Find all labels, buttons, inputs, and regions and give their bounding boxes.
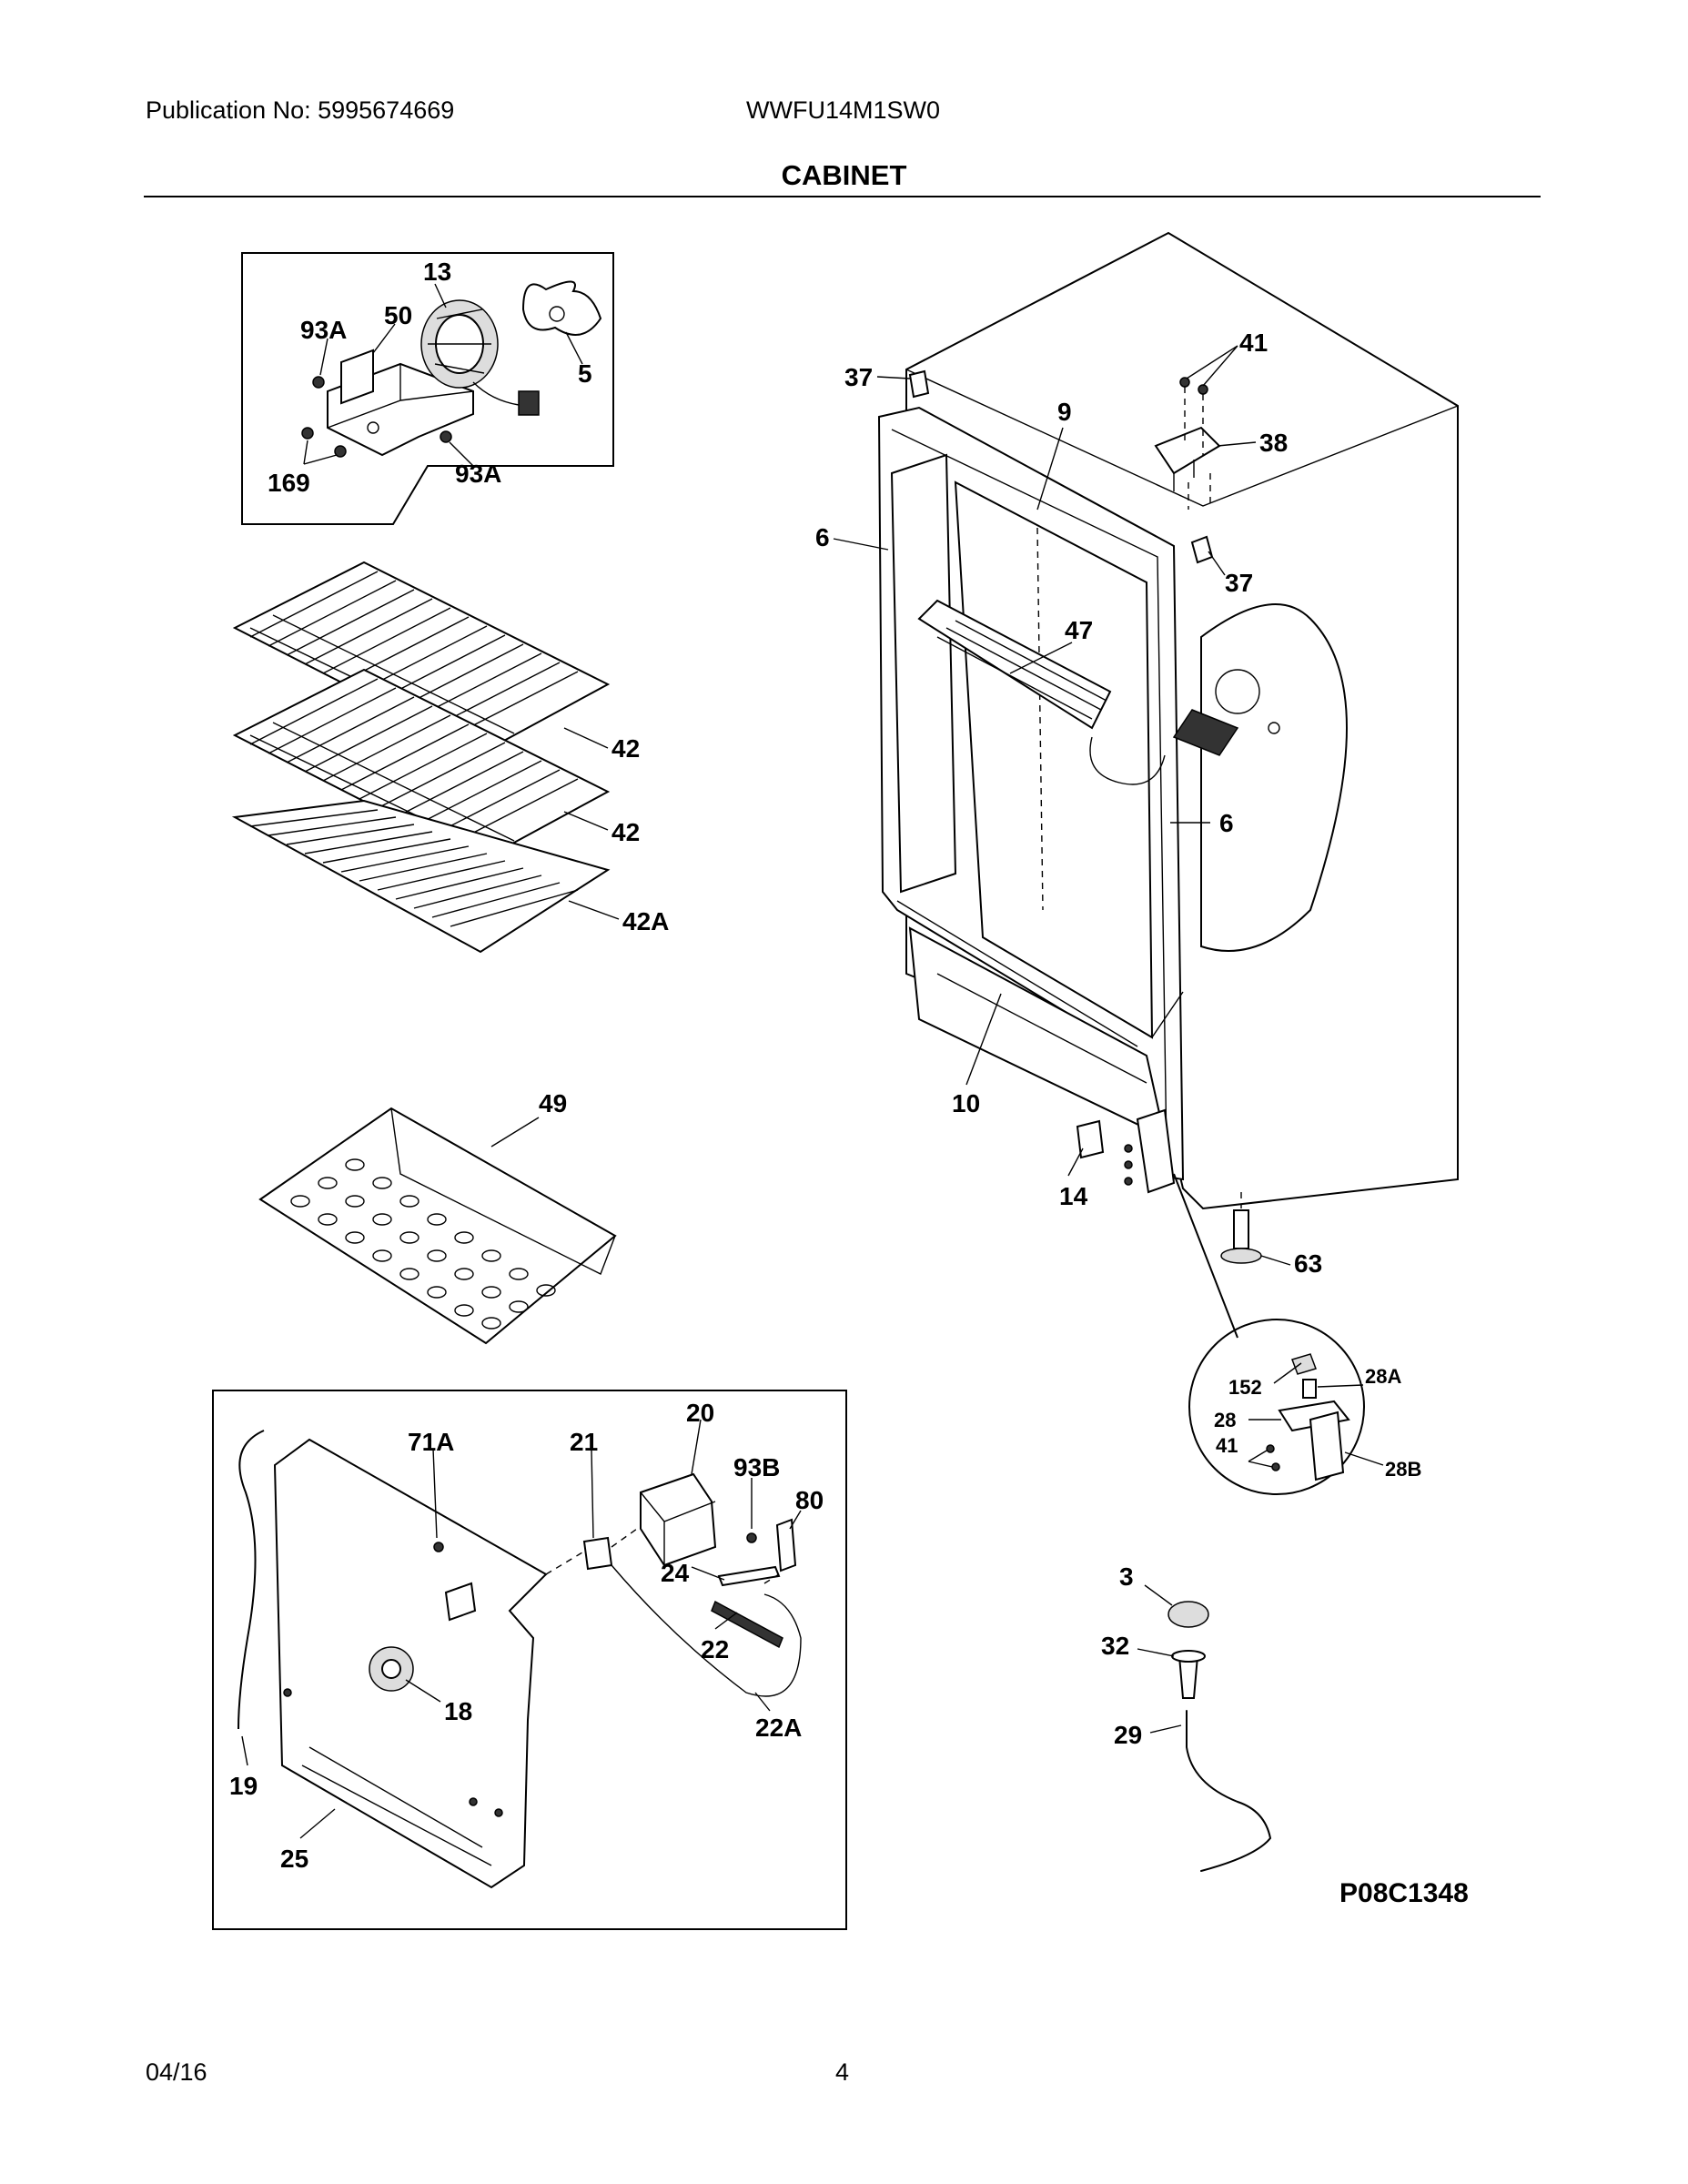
callout-10: 10 [952, 1089, 980, 1117]
callout-32: 32 [1101, 1632, 1129, 1660]
callout-22a: 22A [755, 1714, 802, 1742]
callout-9: 9 [1057, 398, 1072, 426]
page-title: CABINET [781, 159, 907, 191]
callout-22: 22 [701, 1635, 729, 1663]
basket: 49 [258, 1089, 617, 1345]
callout-13: 13 [423, 258, 451, 286]
callout-21: 21 [570, 1428, 598, 1456]
callout-93b: 93B [733, 1453, 780, 1481]
wire-shelves: 42 42 42A [231, 561, 669, 954]
cabinet: 37 41 9 38 6 37 47 6 10 14 63 [815, 231, 1459, 1339]
callout-37-top: 37 [844, 363, 873, 391]
publication-number: Publication No: 5995674669 [146, 96, 455, 124]
callout-6-right: 6 [1219, 809, 1234, 837]
callout-18: 18 [444, 1697, 472, 1725]
callout-169: 169 [268, 469, 310, 497]
callout-19: 19 [229, 1772, 258, 1800]
callout-28: 28 [1214, 1409, 1236, 1431]
callout-24: 24 [661, 1559, 690, 1587]
callout-47: 47 [1065, 616, 1093, 644]
callout-6-left: 6 [815, 523, 830, 551]
model-number: WWFU14M1SW0 [746, 96, 941, 124]
header-rule [144, 196, 1541, 197]
callout-49: 49 [539, 1089, 567, 1117]
drain-parts: 3 32 29 [1101, 1562, 1272, 1872]
hinge-detail: 152 28A 28 41 28B [1188, 1319, 1421, 1495]
callout-5: 5 [578, 359, 592, 388]
callout-37-right: 37 [1225, 569, 1253, 597]
callout-29: 29 [1114, 1721, 1142, 1749]
footer-date: 04/16 [146, 2058, 207, 2086]
callout-28a: 28A [1365, 1365, 1401, 1388]
callout-80: 80 [795, 1486, 824, 1514]
callout-42a: 42A [622, 907, 669, 935]
fan-inset: 13 93A 50 5 169 93A [241, 252, 614, 525]
callout-63: 63 [1294, 1249, 1322, 1278]
callout-3: 3 [1119, 1562, 1134, 1591]
callout-42-lower: 42 [612, 818, 640, 846]
callout-38: 38 [1259, 429, 1288, 457]
callout-25: 25 [280, 1845, 308, 1873]
callout-93a-bottom: 93A [455, 460, 501, 488]
footer-page-number: 4 [835, 2058, 850, 2086]
callout-20: 20 [686, 1399, 714, 1427]
control-inset: 20 71A 21 93B 80 24 22 18 22A 19 25 [212, 1390, 847, 1930]
callout-93a-top: 93A [300, 316, 347, 344]
callout-50: 50 [384, 301, 412, 329]
diagram-code: P08C1348 [1339, 1878, 1469, 1908]
callout-28b: 28B [1385, 1458, 1421, 1481]
callout-41-top: 41 [1239, 329, 1268, 357]
callout-152: 152 [1228, 1376, 1262, 1399]
callout-41-detail: 41 [1216, 1434, 1238, 1457]
callout-42-upper: 42 [612, 734, 640, 763]
callout-14: 14 [1059, 1182, 1088, 1210]
callout-71a: 71A [408, 1428, 454, 1456]
